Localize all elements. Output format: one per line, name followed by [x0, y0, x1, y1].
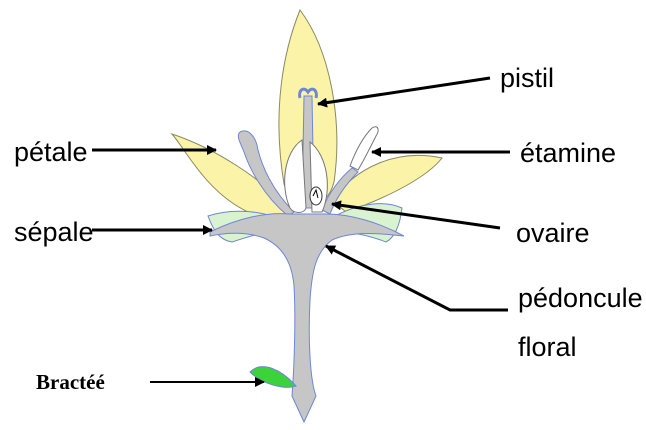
label-ovaire: ovaire: [516, 218, 590, 248]
label-petale: pétale: [14, 137, 88, 167]
left-petal: [172, 134, 292, 217]
arrow-pedoncule: [326, 246, 508, 310]
flower-stem: [210, 214, 404, 422]
label-sepale: sépale: [14, 217, 94, 247]
arrow-pistil: [318, 78, 490, 104]
label-etamine: étamine: [520, 138, 616, 168]
right-stamen-anther: [350, 127, 378, 170]
label-pedoncule-line1: pédoncule: [518, 283, 643, 313]
label-pistil: pistil: [500, 63, 554, 93]
bract: [250, 367, 296, 388]
label-bractee: Bractéé: [36, 370, 105, 394]
label-pedoncule-line2: floral: [518, 332, 577, 362]
